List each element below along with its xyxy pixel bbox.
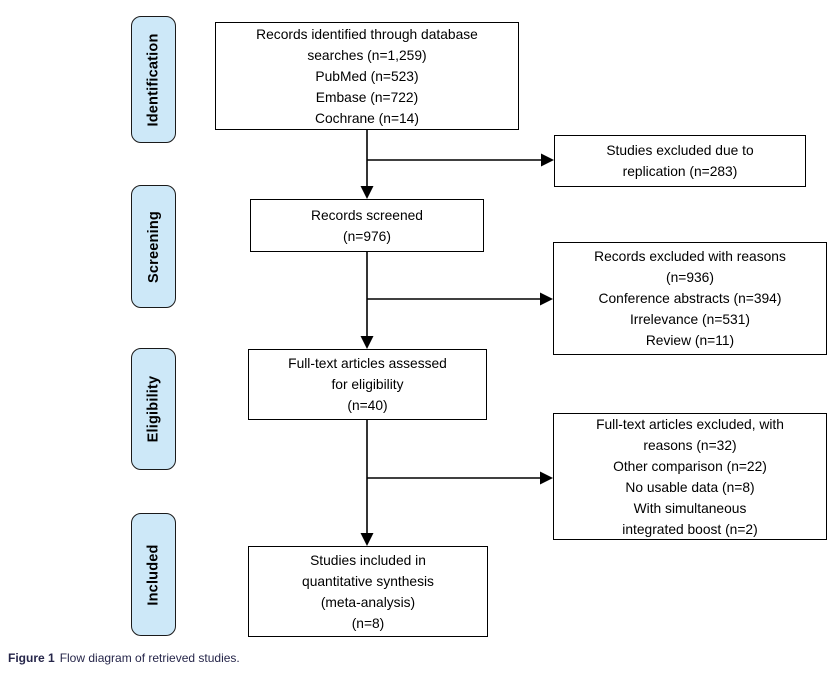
figure-caption-text: Flow diagram of retrieved studies. [59, 651, 240, 665]
arrowhead-included [360, 533, 374, 546]
figure-caption: Figure 1 Flow diagram of retrieved studie… [8, 651, 240, 665]
stage-label-identification: Identification [131, 16, 176, 143]
box-records-identified: Records identified through database sear… [215, 22, 519, 130]
arrowhead-eligibility [360, 336, 374, 349]
arrowhead-fulltext-excluded [540, 471, 553, 485]
stage-label-screening: Screening [131, 185, 176, 308]
arrowhead-screening [360, 186, 374, 199]
stage-label-eligibility-text: Eligibility [145, 375, 162, 443]
box-fulltext-excluded-reasons: Full-text articles excluded, with reason… [553, 413, 827, 540]
box-fulltext-assessed: Full-text articles assessed for eligibil… [248, 349, 487, 420]
box-excluded-replication: Studies excluded due to replication (n=2… [554, 135, 806, 187]
box-studies-included: Studies included in quantitative synthes… [248, 546, 488, 637]
box-records-screened: Records screened (n=976) [250, 199, 484, 252]
stage-label-screening-text: Screening [145, 210, 162, 283]
figure-caption-label: Figure 1 [8, 651, 55, 665]
box-records-excluded-reasons: Records excluded with reasons (n=936) Co… [553, 242, 827, 355]
stage-label-included: Included [131, 513, 176, 636]
stage-label-included-text: Included [145, 543, 162, 606]
stage-label-identification-text: Identification [145, 32, 162, 127]
arrowhead-excluded-replication [541, 153, 554, 167]
stage-label-eligibility: Eligibility [131, 348, 176, 470]
arrowhead-records-excluded [540, 292, 553, 306]
